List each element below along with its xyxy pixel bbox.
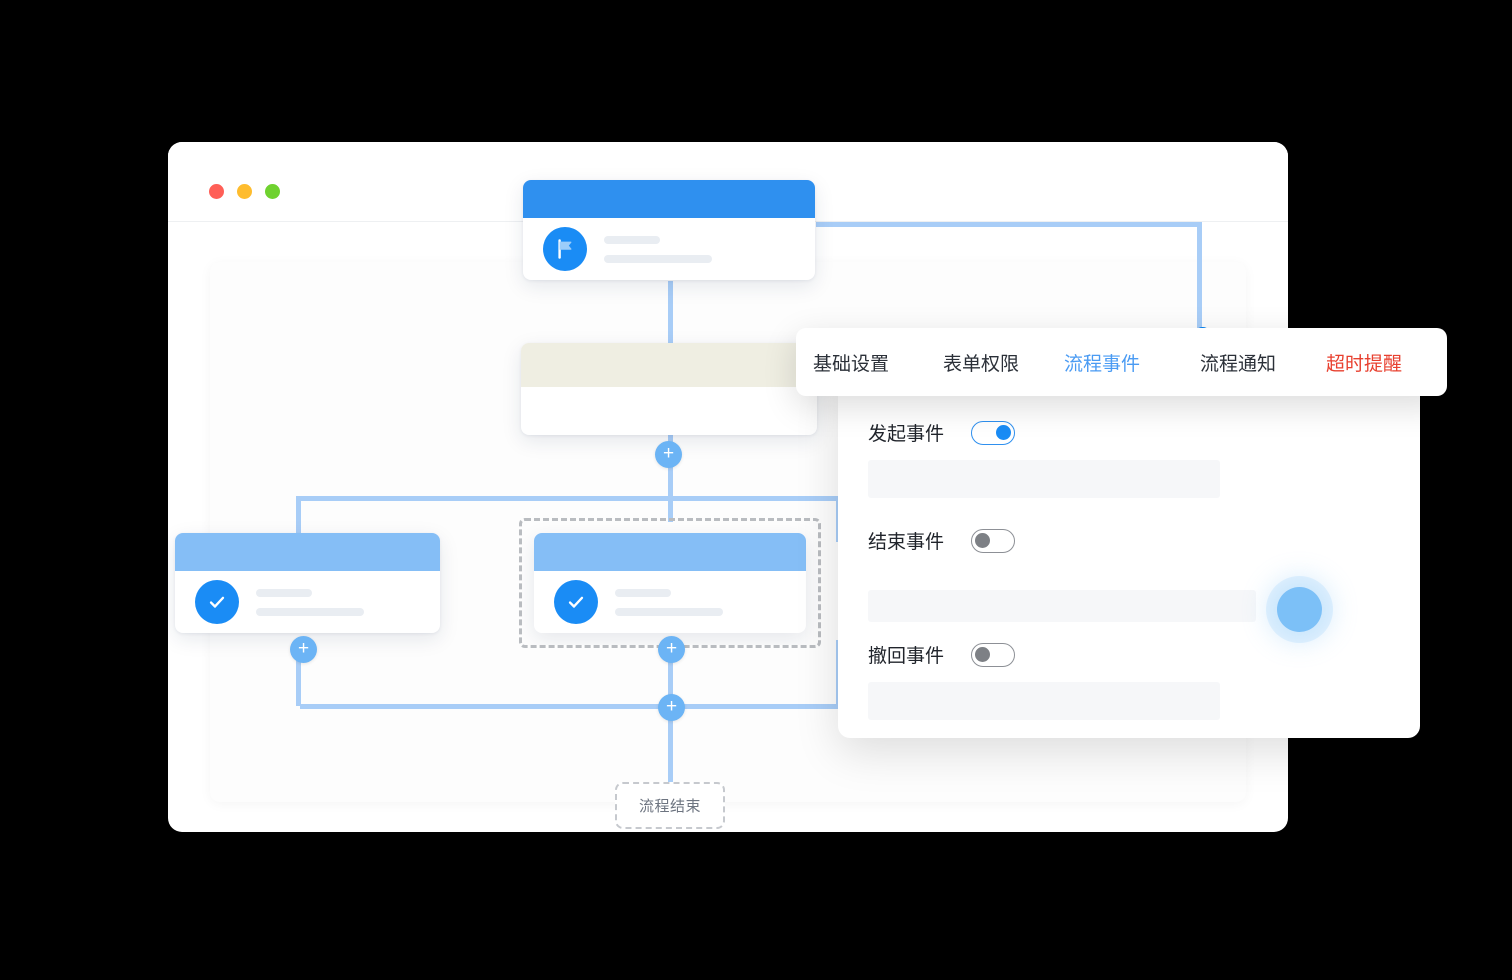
node-header — [534, 533, 806, 571]
start-event-content-placeholder — [868, 460, 1220, 498]
connector-center-branch — [668, 496, 673, 522]
setting-label-end-event: 结束事件 — [868, 532, 945, 553]
flow-node-branch-right-selected[interactable] — [519, 518, 821, 648]
placeholder-line — [615, 588, 671, 597]
setting-row-start-event: 发起事件 — [868, 419, 1016, 446]
connector-center-merge — [668, 652, 673, 708]
placeholder-line — [604, 254, 712, 263]
close-button[interactable] — [209, 184, 224, 199]
node-placeholder-text — [615, 588, 786, 616]
window-controls — [209, 184, 280, 199]
connector-merge-to-end — [668, 716, 673, 782]
flow-node-branch-left[interactable] — [175, 533, 440, 633]
setting-label-start-event: 发起事件 — [868, 424, 945, 445]
connector-start-to-condition — [668, 281, 673, 347]
minimize-button[interactable] — [237, 184, 252, 199]
flow-node-start[interactable] — [523, 180, 815, 280]
node-header — [523, 180, 815, 218]
add-node-button-left-branch[interactable]: + — [290, 636, 317, 663]
node-placeholder-text — [604, 235, 795, 263]
branch-rail-top — [300, 496, 840, 501]
tab-timeout-remind[interactable]: 超时提醒 — [1326, 353, 1403, 375]
cursor-highlight-dot — [1277, 587, 1322, 632]
toggle-knob — [975, 646, 991, 662]
flag-icon — [543, 227, 587, 271]
branch-rail-bottom — [300, 704, 840, 709]
node-body — [534, 571, 806, 633]
setting-label-withdraw-event: 撤回事件 — [868, 646, 945, 667]
node-header — [175, 533, 440, 571]
setting-row-end-event: 结束事件 — [868, 527, 1016, 554]
node-body — [175, 571, 440, 633]
toggle-end-event[interactable] — [971, 528, 1016, 553]
tab-basic-settings[interactable]: 基础设置 — [813, 353, 890, 375]
plus-glyph: + — [665, 696, 678, 717]
setting-row-withdraw-event: 撤回事件 — [868, 641, 1016, 668]
toggle-withdraw-event[interactable] — [971, 642, 1016, 667]
add-node-button[interactable]: + — [655, 441, 682, 468]
tab-form-permission[interactable]: 表单权限 — [943, 353, 1020, 375]
connector-top-right-v — [1197, 222, 1202, 334]
plus-glyph: + — [297, 638, 310, 659]
branch-merge-left-down — [296, 640, 301, 706]
flow-node-condition[interactable] — [521, 343, 817, 435]
node-body — [523, 218, 815, 280]
plus-glyph: + — [662, 443, 675, 464]
end-event-content-placeholder — [868, 590, 1256, 622]
node-inner — [534, 533, 806, 633]
add-node-button-right-branch[interactable]: + — [658, 636, 685, 663]
settings-tabbar: 基础设置 表单权限 流程事件 流程通知 超时提醒 — [796, 328, 1447, 396]
maximize-button[interactable] — [265, 184, 280, 199]
check-circle-icon — [195, 580, 239, 624]
node-body — [521, 387, 817, 435]
add-node-button-merge[interactable]: + — [658, 694, 685, 721]
plus-glyph: + — [665, 638, 678, 659]
node-header — [521, 343, 817, 387]
placeholder-line — [615, 607, 723, 616]
branch-rail-left-down — [296, 496, 301, 542]
flow-end-chip[interactable]: 流程结束 — [615, 782, 726, 829]
placeholder-line — [604, 235, 660, 244]
check-circle-icon — [554, 580, 598, 624]
toggle-knob — [996, 424, 1012, 440]
process-event-panel: 发起事件 结束事件 撤回事件 — [838, 372, 1420, 738]
node-placeholder-text — [256, 588, 420, 616]
tab-process-notify[interactable]: 流程通知 — [1200, 353, 1277, 375]
connector-split-down — [668, 462, 673, 500]
placeholder-line — [256, 588, 312, 597]
placeholder-line — [256, 607, 364, 616]
toggle-start-event[interactable] — [971, 420, 1016, 445]
toggle-knob — [975, 532, 991, 548]
withdraw-event-content-placeholder — [868, 682, 1220, 720]
connector-top-right-h — [816, 222, 1202, 227]
tab-process-event[interactable]: 流程事件 — [1064, 353, 1141, 375]
